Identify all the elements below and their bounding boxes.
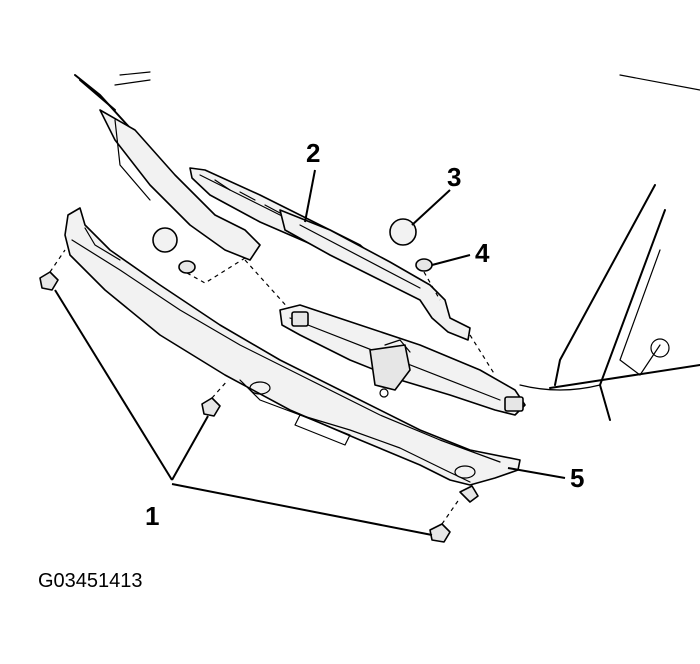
clip-center [201, 397, 221, 417]
callout-5-label: 5 [570, 463, 584, 493]
clips-item-1 [39, 249, 479, 543]
clip-right [429, 523, 451, 543]
arm-caps-and-nuts [152, 218, 441, 301]
callout-3-label: 3 [447, 162, 461, 192]
nut-item-4 [415, 258, 433, 272]
cap-item-3 [389, 218, 417, 246]
right-wiper-arm [279, 209, 471, 341]
left-wiper-arm [74, 71, 261, 261]
clip-left [39, 271, 59, 291]
callout-4-label: 4 [475, 238, 490, 268]
cowl-panel-item-5 [64, 207, 521, 486]
callout-1-label: 1 [145, 501, 159, 531]
figure-id: G03451413 [38, 570, 143, 592]
callout-2-label: 2 [306, 138, 320, 168]
clip-lower-right [459, 485, 479, 503]
callout-leader-lines [54, 169, 566, 536]
left-arm-cap [152, 227, 178, 253]
windshield-body-outline [519, 74, 700, 421]
wiper-linkage-assembly [244, 259, 526, 416]
left-arm-nut [178, 260, 196, 274]
